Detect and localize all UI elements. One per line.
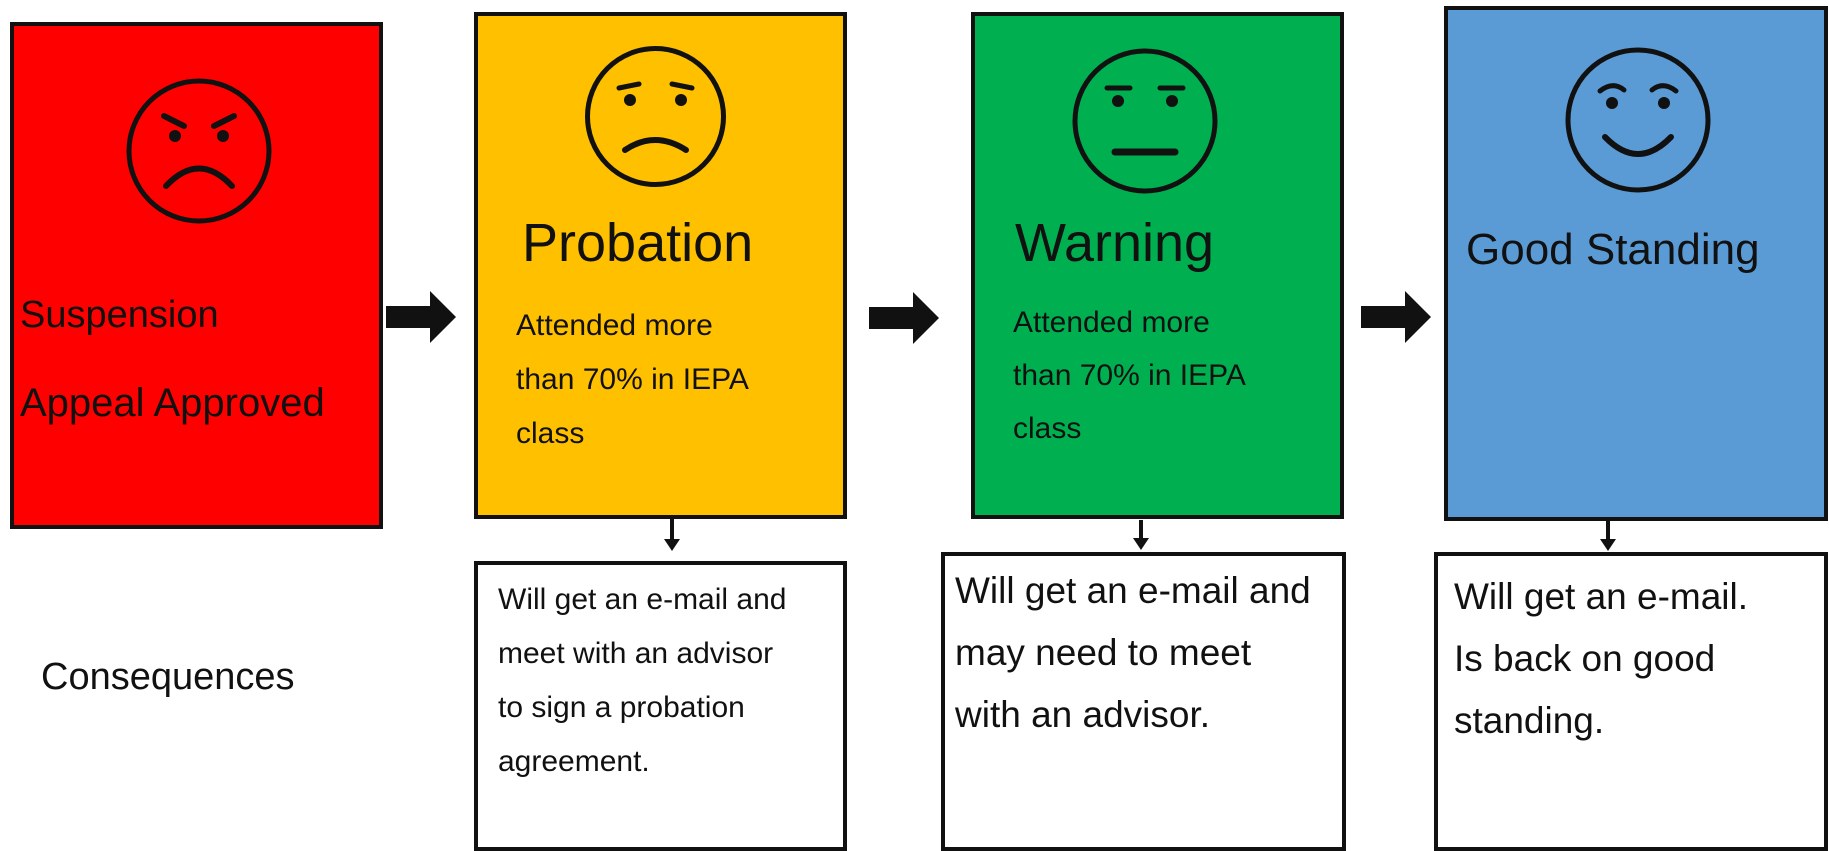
warning-card: Warning Attended more than 70% in IEPA c… xyxy=(971,12,1344,519)
probation-consequence-box: Will get an e-mail and meet with an advi… xyxy=(474,561,847,851)
probation-card: Probation Attended more than 70% in IEPA… xyxy=(474,12,847,519)
good-standing-consequence-box: Will get an e-mail. Is back on good stan… xyxy=(1434,552,1828,851)
right-arrow-icon xyxy=(386,291,456,343)
right-arrow-icon xyxy=(869,292,939,344)
warning-consequence-text: Will get an e-mail and may need to meet … xyxy=(955,570,1311,735)
down-arrow-icon xyxy=(1133,520,1149,550)
good-standing-title: Good Standing xyxy=(1466,225,1760,274)
right-arrow-icon xyxy=(1361,291,1431,343)
academic-standing-diagram: Suspension Appeal Approved Probation Att… xyxy=(10,6,1828,851)
warning-consequence-box: Will get an e-mail and may need to meet … xyxy=(941,552,1346,851)
suspension-label: Suspension xyxy=(20,294,219,336)
neutral-face-icon xyxy=(1072,48,1218,194)
down-arrow-icon xyxy=(664,519,680,551)
angry-face-icon xyxy=(126,78,272,224)
probation-consequence-text: Will get an e-mail and meet with an advi… xyxy=(498,583,787,778)
probation-title: Probation xyxy=(522,213,754,273)
probation-criteria: Attended more than 70% in IEPA class xyxy=(516,309,749,450)
down-arrow-icon xyxy=(1600,521,1616,551)
smiling-face-icon xyxy=(1565,47,1711,193)
good-standing-consequence-text: Will get an e-mail. Is back on good stan… xyxy=(1454,576,1749,741)
frowning-face-icon xyxy=(585,46,726,187)
warning-criteria: Attended more than 70% in IEPA class xyxy=(1013,306,1246,445)
consequences-label: Consequences xyxy=(41,656,295,698)
warning-title: Warning xyxy=(1015,213,1215,273)
suspension-card: Suspension Appeal Approved xyxy=(10,22,383,529)
good-standing-card: Good Standing xyxy=(1444,6,1828,521)
appeal-approved-label: Appeal Approved xyxy=(20,381,325,425)
